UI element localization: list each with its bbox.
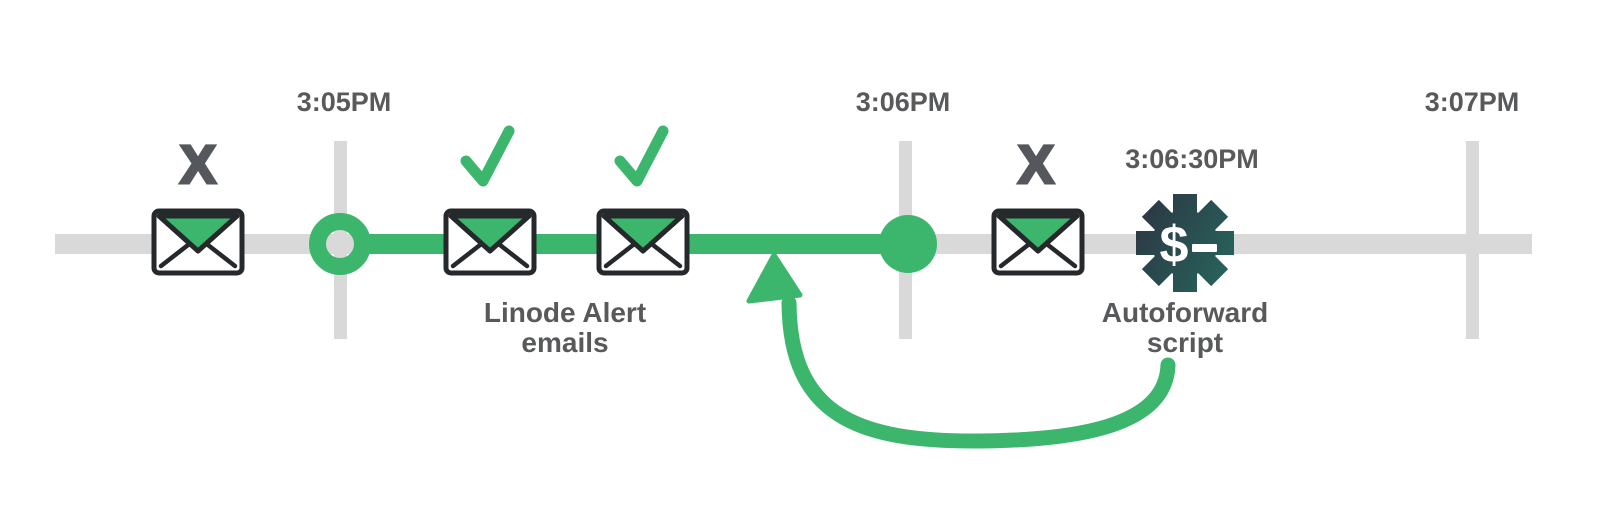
autoforward-label-line2: script [1147,327,1223,358]
tick-label-3-05pm: 3:05PM [297,87,392,117]
alert-emails-label-line1: Linode Alert [484,297,646,328]
tick-3-05pm [334,141,347,339]
cursor-dash [1192,244,1217,252]
dollar-symbol: $ [1160,216,1189,274]
filled-circle-marker [879,215,937,273]
envelope-icon-alert-1 [443,208,537,276]
autoforward-arrow [781,295,1176,449]
open-circle-marker [309,213,371,275]
envelope-icon-alert-2 [596,208,690,276]
x-icon-left: X [180,135,216,195]
tick-label-3-06pm: 3:06PM [856,87,951,117]
tick-3-07pm [1466,141,1479,339]
check-icon-2 [614,125,669,187]
x-icon-right: X [1018,135,1054,195]
tick-label-3-07pm: 3:07PM [1425,87,1520,117]
event-time-label: 3:06:30PM [1125,144,1259,174]
gear-dollar-icon: $ [1136,194,1234,292]
envelope-icon-dropped-right [991,208,1085,276]
check-icon-1 [460,125,515,187]
alert-emails-label-line2: emails [521,327,608,358]
autoforward-arrow-head [746,252,803,304]
autoforward-label-line1: Autoforward [1102,297,1268,328]
envelope-icon-dropped-left [151,208,245,276]
